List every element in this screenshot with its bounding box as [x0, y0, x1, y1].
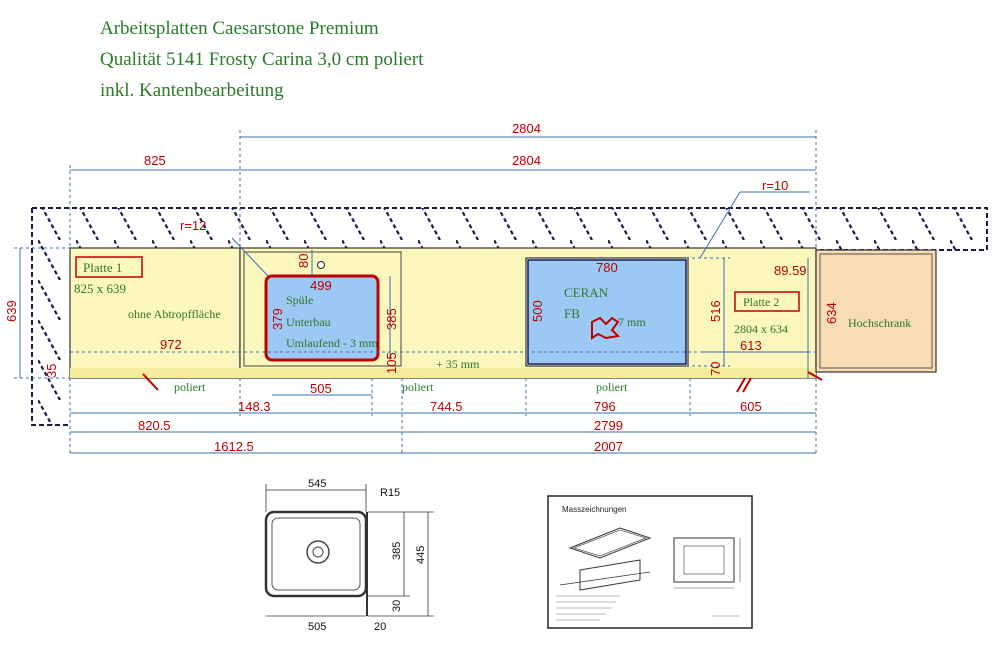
plate-2-size: 2804 x 634 [734, 322, 788, 336]
sink-label-3: Umlaufend - 3 mm [286, 336, 378, 350]
tap-hole-icon [317, 261, 325, 269]
dim-hob-516: 516 [708, 300, 723, 322]
sink-detail-30: 30 [391, 600, 403, 612]
header-line-1: Arbeitsplatten Caesarstone Premium [100, 18, 379, 39]
dim-radius-10: r=10 [762, 178, 788, 193]
sink-detail-445: 445 [415, 546, 427, 564]
polished-label-1: poliert [174, 380, 206, 394]
hob-label-1: CERAN [564, 285, 609, 300]
dim-2799: 2799 [594, 418, 623, 433]
sink-outline [243, 251, 402, 367]
sink-label-1: Spüle [286, 293, 313, 307]
dim-top-left: 825 [144, 153, 166, 168]
sink-label-2: Unterbau [286, 315, 331, 329]
dim-sink-385: 385 [384, 308, 399, 330]
plate-1-label-box [75, 256, 143, 278]
sink-detail-20: 20 [374, 621, 386, 633]
sink-detail-505: 505 [308, 621, 326, 633]
dim-sink-80: 80 [296, 254, 311, 268]
no-drainboard-label: ohne Abtropffläche [128, 307, 221, 321]
hob-label-2: FB [564, 306, 580, 321]
wall-hatch-left [32, 250, 70, 425]
polished-label-2: poliert [402, 380, 434, 394]
front-strip [70, 368, 816, 378]
dim-top-total: 2804 [512, 121, 541, 136]
sink-detail-drawing: 545 R15 385 445 30 505 20 [258, 466, 440, 636]
dim-744-5: 744.5 [430, 399, 463, 414]
tall-cabinet-inner [819, 253, 933, 369]
tall-cabinet-label: Hochschrank [848, 316, 911, 330]
header-line-3: inkl. Kantenbearbeitung [100, 80, 284, 101]
dim-left-35: 35 [44, 364, 59, 378]
plate-2-label: Platte 2 [743, 295, 779, 309]
dim-820-5: 820.5 [138, 418, 171, 433]
hob-detail-drawing: Masszeichnungen [547, 495, 753, 629]
dim-hob-500: 500 [530, 300, 545, 322]
dim-top-right: 2804 [512, 153, 541, 168]
dim-1612-5: 1612.5 [214, 439, 254, 454]
sink-detail-545: 545 [308, 478, 326, 490]
dim-613: 613 [740, 338, 762, 353]
dim-148-3: 148.3 [238, 399, 271, 414]
dim-796: 796 [594, 399, 616, 414]
dim-634: 634 [824, 302, 839, 324]
sink-cutout [264, 274, 380, 362]
sink-detail-385: 385 [391, 542, 403, 560]
dim-left-height: 639 [4, 300, 19, 322]
hob-joint-label: 7 mm [618, 315, 646, 329]
plate-1-size: 825 x 639 [74, 281, 126, 296]
hob-detail-title: Masszeichnungen [562, 505, 626, 514]
dim-89-59: 89.59 [774, 263, 807, 278]
overhang-note: + 35 mm [436, 357, 480, 371]
hob-joint-icon [591, 316, 621, 340]
polished-label-3: poliert [596, 380, 628, 394]
wall-outline-left [31, 208, 70, 426]
dim-505: 505 [310, 381, 332, 396]
sink-detail-r15: R15 [380, 487, 400, 499]
dim-sink-105: 105 [384, 352, 399, 374]
hob-cutout [527, 259, 687, 365]
plate-2-label-box [734, 291, 800, 312]
dim-sink-379: 379 [270, 308, 285, 330]
dim-2007: 2007 [594, 439, 623, 454]
dimension-lines [14, 130, 817, 456]
dim-sink-width: 499 [310, 278, 332, 293]
dim-605: 605 [740, 399, 762, 414]
tall-cabinet [815, 249, 937, 373]
dim-70: 70 [708, 362, 723, 376]
dim-972: 972 [160, 337, 182, 352]
dim-sink-radius: r=12 [180, 218, 206, 233]
wall-hatch-top [32, 208, 987, 250]
plate-1-label: Platte 1 [83, 260, 122, 275]
dim-hob-width: 780 [596, 260, 618, 275]
polish-marks [142, 371, 823, 393]
header-line-2: Qualität 5141 Frosty Carina 3,0 cm polie… [100, 49, 424, 70]
